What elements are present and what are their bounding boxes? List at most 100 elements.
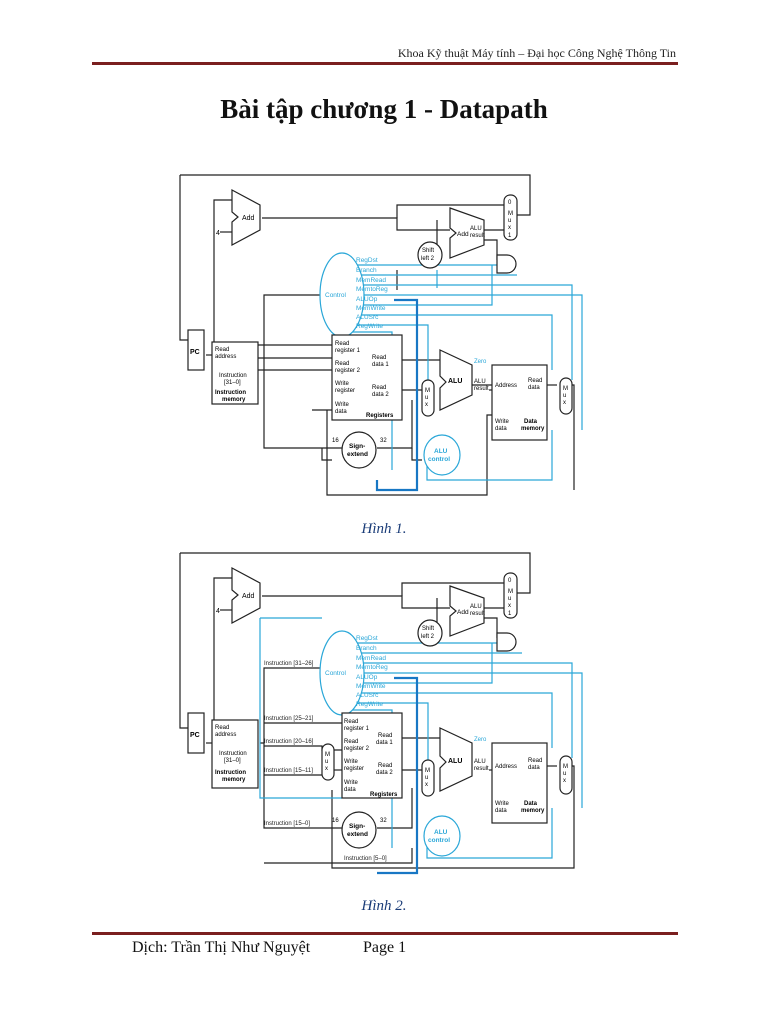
svg-text:Write: Write <box>495 419 510 425</box>
svg-text:ALU: ALU <box>448 758 462 765</box>
svg-text:ALU: ALU <box>474 759 486 765</box>
svg-text:Zero: Zero <box>474 359 487 365</box>
svg-text:Add: Add <box>457 231 469 238</box>
footer-rule <box>92 932 678 935</box>
svg-text:Data: Data <box>524 419 538 425</box>
svg-text:MemWrite: MemWrite <box>356 683 386 690</box>
instr-31-26-label: Instruction [31–26] <box>264 661 314 667</box>
svg-text:Control: Control <box>325 292 347 299</box>
svg-text:Read: Read <box>344 739 358 745</box>
svg-text:Registers: Registers <box>370 792 398 798</box>
instr-20-16-label: Instruction [20–16] <box>264 739 314 745</box>
svg-text:MemRead: MemRead <box>356 277 386 284</box>
svg-text:u: u <box>563 393 566 399</box>
svg-text:Sign-: Sign- <box>349 823 365 830</box>
svg-text:ALU: ALU <box>448 378 462 385</box>
svg-text:result: result <box>470 611 485 617</box>
svg-text:address: address <box>215 732 236 738</box>
svg-text:u: u <box>425 395 428 401</box>
svg-text:address: address <box>215 354 236 360</box>
instr-5-0-label: Instruction [5–0] <box>344 856 387 862</box>
svg-text:Shift: Shift <box>422 248 434 254</box>
svg-text:ALUSrc: ALUSrc <box>356 314 379 321</box>
svg-text:Write: Write <box>495 801 510 807</box>
svg-text:Sign-: Sign- <box>349 443 365 450</box>
svg-text:control: control <box>428 837 450 844</box>
svg-text:[31–0]: [31–0] <box>224 758 241 764</box>
svg-text:Branch: Branch <box>356 645 377 652</box>
svg-text:Branch: Branch <box>356 267 377 274</box>
svg-text:x: x <box>563 778 566 784</box>
svg-text:Shift: Shift <box>422 626 434 632</box>
svg-text:[31–0]: [31–0] <box>224 380 241 386</box>
svg-text:x: x <box>425 782 428 788</box>
svg-text:x: x <box>508 225 511 231</box>
svg-text:u: u <box>425 775 428 781</box>
svg-text:Instruction: Instruction <box>219 373 247 379</box>
svg-text:x: x <box>325 766 328 772</box>
svg-text:1: 1 <box>508 611 512 617</box>
svg-text:data 2: data 2 <box>376 770 393 776</box>
svg-text:Read: Read <box>528 378 542 384</box>
svg-text:M: M <box>508 211 513 217</box>
svg-text:ALUSrc: ALUSrc <box>356 692 379 699</box>
svg-text:M: M <box>425 768 430 774</box>
svg-text:register 2: register 2 <box>335 368 361 374</box>
svg-text:ALU: ALU <box>434 448 448 455</box>
svg-text:data: data <box>344 787 356 793</box>
svg-text:memory: memory <box>222 777 246 783</box>
svg-text:Write: Write <box>335 381 350 387</box>
svg-text:M: M <box>563 764 568 770</box>
svg-text:data 1: data 1 <box>376 740 393 746</box>
svg-text:MemWrite: MemWrite <box>356 305 386 312</box>
svg-text:16: 16 <box>332 818 339 824</box>
page-title: Bài tập chương 1 - Datapath <box>220 94 548 124</box>
svg-text:ALU: ALU <box>470 226 482 232</box>
svg-text:M: M <box>563 386 568 392</box>
svg-text:ALU: ALU <box>434 829 448 836</box>
svg-text:data: data <box>528 765 540 771</box>
svg-text:ALU: ALU <box>474 379 486 385</box>
svg-text:M: M <box>425 388 430 394</box>
svg-text:register 2: register 2 <box>344 746 370 752</box>
svg-text:Read: Read <box>372 385 386 391</box>
svg-text:RegDst: RegDst <box>356 635 378 642</box>
svg-text:u: u <box>563 771 566 777</box>
footer-page-number: Page 1 <box>363 939 407 956</box>
svg-text:Address: Address <box>495 764 517 770</box>
svg-text:u: u <box>508 218 511 224</box>
svg-text:Write: Write <box>335 402 350 408</box>
svg-text:x: x <box>425 402 428 408</box>
svg-text:data 1: data 1 <box>372 362 389 368</box>
svg-text:PC: PC <box>190 732 200 739</box>
footer-translator: Dịch: Trần Thị Như Nguyệt <box>132 939 311 956</box>
instr-15-11-label: Instruction [15–11] <box>264 768 313 774</box>
svg-text:u: u <box>325 759 328 765</box>
svg-text:data 2: data 2 <box>372 392 389 398</box>
svg-text:Registers: Registers <box>366 413 394 419</box>
svg-text:4: 4 <box>216 608 220 615</box>
page-header: Khoa Kỹ thuật Máy tính – Đại học Công Ng… <box>397 46 676 60</box>
svg-text:Read: Read <box>215 347 229 353</box>
svg-text:Address: Address <box>495 383 517 389</box>
svg-text:0: 0 <box>508 578 512 584</box>
svg-text:16: 16 <box>332 438 339 444</box>
svg-text:Control: Control <box>325 670 347 677</box>
svg-text:memory: memory <box>222 397 246 403</box>
svg-text:left 2: left 2 <box>421 634 435 640</box>
svg-text:Read: Read <box>378 733 392 739</box>
svg-text:data: data <box>528 385 540 391</box>
svg-text:MemtoReg: MemtoReg <box>356 286 388 293</box>
svg-text:x: x <box>563 400 566 406</box>
svg-text:Add: Add <box>457 609 469 616</box>
svg-text:Read: Read <box>335 341 349 347</box>
instr-15-0-label: Instruction [15–0] <box>264 821 310 827</box>
svg-text:32: 32 <box>380 818 387 824</box>
svg-text:Add: Add <box>242 215 255 222</box>
svg-text:PC: PC <box>190 349 200 356</box>
svg-text:memory: memory <box>521 426 545 432</box>
svg-text:data: data <box>495 426 507 432</box>
svg-text:0: 0 <box>508 200 512 206</box>
svg-text:Read: Read <box>372 355 386 361</box>
svg-text:data: data <box>495 808 507 814</box>
